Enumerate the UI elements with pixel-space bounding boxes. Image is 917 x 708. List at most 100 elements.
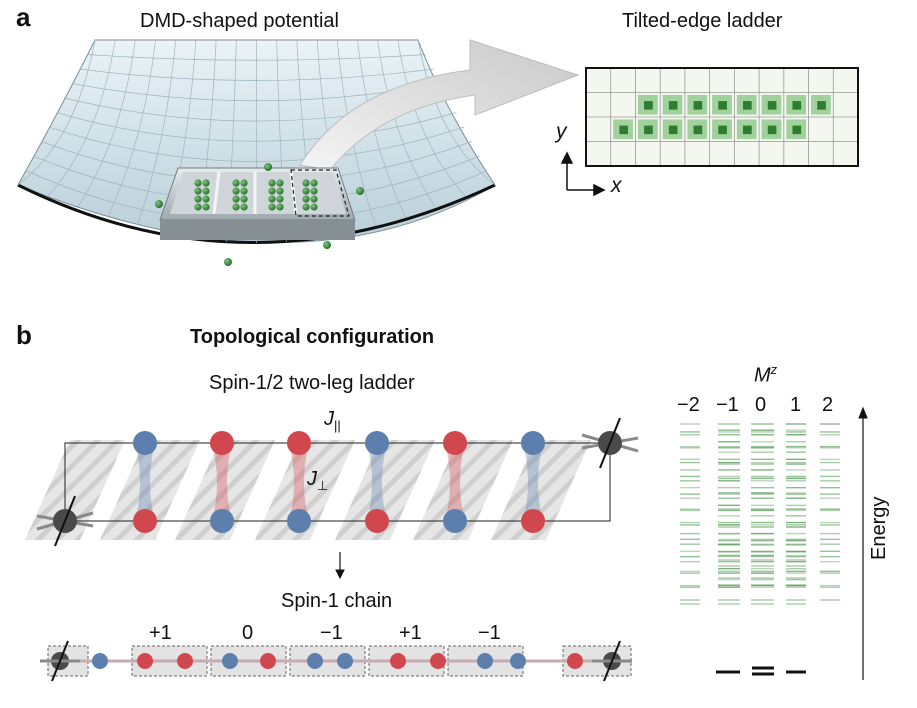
density-core [718, 101, 727, 110]
ladder-title: Spin-1/2 two-leg ladder [209, 372, 415, 394]
atom [232, 187, 240, 195]
atom [276, 179, 284, 187]
atom [194, 179, 202, 187]
axis-y-label: y [556, 120, 567, 143]
energy-axis [858, 406, 868, 680]
mz-value-1: 1 [790, 394, 802, 416]
atom [302, 195, 310, 203]
stray-atom [264, 163, 272, 171]
j-perp-subscript: ⊥ [317, 478, 329, 493]
topological-title: Topological configuration [190, 326, 435, 348]
chain-spin [92, 653, 108, 669]
stray-atom [155, 200, 163, 208]
density-core [767, 101, 777, 110]
density-core [743, 101, 752, 110]
trap-box [159, 167, 356, 240]
chain-spin [222, 653, 238, 669]
atom [276, 203, 284, 211]
atom [232, 195, 240, 203]
spin-top [287, 431, 311, 455]
spin-top [133, 431, 157, 455]
axis-x-label: x [611, 174, 622, 197]
ladder-stripe [100, 440, 200, 540]
spin-top [210, 431, 234, 455]
chain-spin [337, 653, 353, 669]
atom [202, 195, 210, 203]
chain-label-1: +1 [149, 622, 172, 644]
ladder-bonds [135, 443, 543, 521]
tilted-ladder-title: Tilted-edge ladder [622, 10, 783, 32]
density-core [767, 125, 777, 135]
chain-label-2: 0 [242, 622, 254, 644]
stray-atom [323, 241, 331, 249]
mz-superscript: z [770, 362, 778, 377]
zoom-arrow [299, 39, 580, 171]
chain-label-5: −1 [478, 622, 501, 644]
density-core [693, 125, 703, 135]
atom [310, 179, 318, 187]
chain-label-3: −1 [320, 622, 343, 644]
stray-atom [224, 258, 232, 266]
chain-label-4: +1 [399, 622, 422, 644]
atom [202, 187, 210, 195]
atom [310, 195, 318, 203]
chain-spin [390, 653, 406, 669]
density-core [644, 101, 653, 110]
mz-value-0: 0 [755, 394, 767, 416]
dmd-title: DMD-shaped potential [140, 10, 339, 32]
atom [194, 195, 202, 203]
spin-bottom [521, 509, 545, 533]
spin-top [443, 431, 467, 455]
atom [240, 187, 248, 195]
density-core [619, 125, 629, 135]
atom [268, 187, 276, 195]
xy-axes [560, 151, 606, 197]
mz-value-2: 2 [822, 394, 834, 416]
ladder-stripe [413, 440, 513, 540]
spin-top [365, 431, 389, 455]
spin-top [521, 431, 545, 455]
atom [194, 187, 202, 195]
atom [194, 203, 202, 211]
chain-edge-moment [603, 640, 621, 682]
density-core [693, 101, 703, 110]
chain-spin [510, 653, 526, 669]
atom [302, 203, 310, 211]
ladder-frame [64, 442, 611, 522]
panel-letter-a: a [16, 2, 31, 32]
atom [310, 203, 318, 211]
spin-bottom [210, 509, 234, 533]
chain-spin [307, 653, 323, 669]
chain-spin [260, 653, 276, 669]
density-core [743, 125, 752, 135]
stray-atom [356, 187, 364, 195]
chain-spin [567, 653, 583, 669]
atom [232, 179, 240, 187]
atom [302, 187, 310, 195]
j-parallel-symbol: J [324, 408, 334, 430]
ladder-stripes [25, 440, 591, 540]
j-perp-symbol: J [307, 468, 317, 490]
chain-spin [137, 653, 153, 669]
atom [202, 179, 210, 187]
j-parallel-label: J|| [324, 408, 341, 433]
density-core [668, 101, 678, 110]
atoms [155, 163, 364, 266]
ladder-stripe [255, 440, 355, 540]
ladder-stripe [25, 440, 125, 540]
chain-title: Spin-1 chain [281, 590, 393, 612]
mz-value-m2: −2 [677, 394, 700, 416]
j-parallel-subscript: || [334, 418, 341, 433]
rung-bond [212, 443, 232, 521]
density-core [668, 125, 678, 135]
energy-spectrum [680, 423, 840, 676]
panel-letter-b: b [16, 320, 32, 350]
atom [310, 187, 318, 195]
spin-bottom [365, 509, 389, 533]
atom [240, 179, 248, 187]
atom [232, 203, 240, 211]
atom [302, 179, 310, 187]
density-core [792, 101, 802, 110]
edge-spin-moment [54, 495, 76, 547]
